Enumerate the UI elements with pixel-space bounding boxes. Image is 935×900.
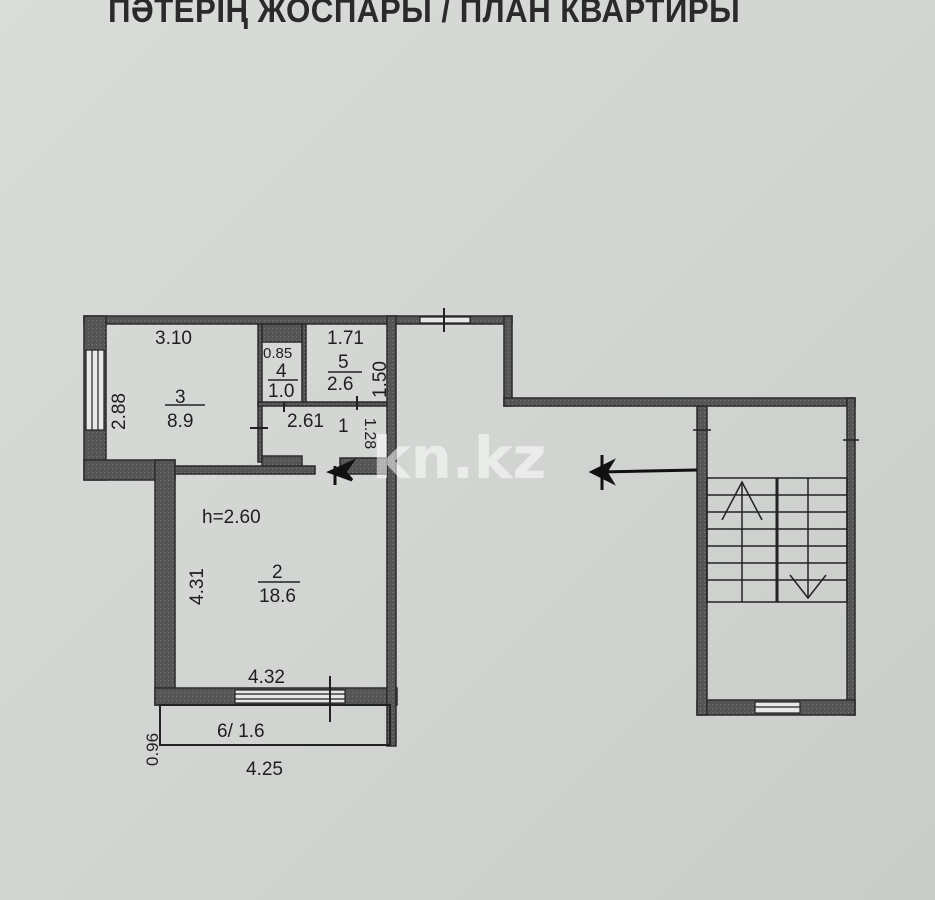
walls	[83, 315, 856, 747]
dim-room4-width: 0.85	[263, 345, 292, 362]
room5-number: 5	[338, 352, 349, 373]
ceiling-height: h=2.60	[202, 507, 261, 528]
dimension-ticks	[250, 396, 358, 429]
room4-number: 4	[276, 361, 287, 382]
entrance-arrows	[326, 455, 698, 490]
room2-number: 2	[272, 562, 283, 583]
balcony	[159, 704, 391, 746]
balcony-label: 6/ 1.6	[217, 721, 265, 742]
dim-balcony-depth: 0.96	[143, 733, 162, 766]
staircase	[693, 429, 859, 603]
dim-room2-width: 4.32	[248, 667, 285, 688]
windows	[85, 308, 801, 722]
dim-room2-depth: 4.31	[187, 568, 208, 605]
dim-room5-width: 1.71	[327, 328, 364, 349]
room1-number: 1	[338, 416, 349, 437]
room3-number: 3	[175, 387, 186, 408]
dim-room3-width: 3.10	[155, 328, 192, 349]
dim-room1-depth: 1.28	[361, 418, 378, 449]
room2-area: 18.6	[259, 586, 296, 607]
dim-balcony-width: 4.25	[246, 759, 283, 780]
dim-room1-width: 2.61	[287, 411, 324, 432]
room4-area: 1.0	[268, 381, 294, 402]
plan-title: ПӘТЕРІҢ ЖОСПАРЫ / ПЛАН КВАРТИРЫ	[108, 0, 741, 30]
watermark-logo: kn.kz	[372, 424, 546, 492]
room5-area: 2.6	[327, 374, 353, 395]
room3-area: 8.9	[167, 411, 193, 432]
dim-room3-depth: 2.88	[109, 393, 130, 430]
dim-room5-depth: 1.50	[370, 361, 391, 398]
